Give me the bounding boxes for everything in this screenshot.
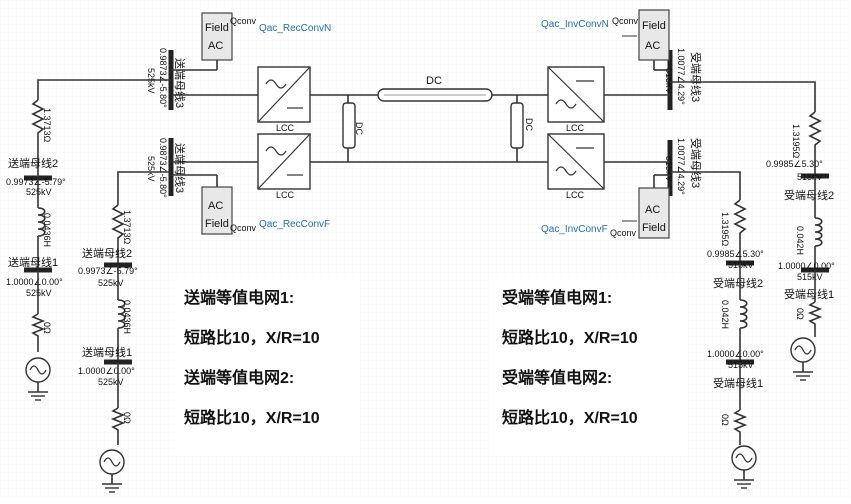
right-a-r0: 0Ω xyxy=(795,308,805,320)
lcc-converter-right-bottom[interactable]: LCC xyxy=(547,133,605,200)
note-right-line3: 受端等值电网2: xyxy=(502,368,612,387)
right-a-bus2-voltage: 0.9985∠5.30° xyxy=(766,159,823,169)
left-network-a[interactable]: 1.3713Ω 送端母线2 0.9973∠-5.79° 525kV 0.0436… xyxy=(6,79,171,401)
ac-field-inv-f[interactable]: AC Field Qconv Qac_InvConvF xyxy=(541,174,670,239)
right-a-bus1-kv: 515kV xyxy=(797,272,823,282)
left-b-resistance: 1.3713Ω xyxy=(122,210,132,245)
left-bus3-bottom-kv: 525kV xyxy=(146,156,156,182)
inv-f-field-label: Field xyxy=(642,222,666,234)
note-left-line1: 送端等值电网1: xyxy=(183,288,294,307)
inv-n-ac-label: AC xyxy=(645,40,660,52)
rec-f-name: Qac_RecConvF xyxy=(259,219,330,230)
rec-n-qconv-label: Qconv xyxy=(230,16,257,26)
inv-n-name: Qac_InvConvN xyxy=(541,19,609,30)
left-b-bus2-name: 送端母线2 xyxy=(82,246,132,260)
lcc-right-bottom-label: LCC xyxy=(566,190,585,200)
right-bus3-bottom-kv: 515kV xyxy=(664,156,674,182)
left-bus3-top-voltage: 0.9873∠-5.80° xyxy=(158,48,168,108)
right-bus3-top-kv: 515kV xyxy=(664,68,674,94)
left-a-inductance: 0.0436H xyxy=(42,213,52,247)
right-a-resistance: 1.3195Ω xyxy=(791,124,801,159)
left-b-inductance: 0.0436H xyxy=(122,300,132,334)
note-right-line2: 短路比10，X/R=10 xyxy=(502,328,638,347)
left-a-bus2-voltage: 0.9973∠-5.79° xyxy=(6,177,66,187)
note-left-line4: 短路比10，X/R=10 xyxy=(184,408,320,427)
dc-line[interactable]: DC xyxy=(310,75,548,102)
left-b-bus1-name: 送端母线1 xyxy=(82,345,132,359)
left-b-bus1-voltage: 1.0000∠0.00° xyxy=(78,366,135,376)
lcc-right-top-label: LCC xyxy=(566,123,585,133)
lcc-left-bottom-label: LCC xyxy=(276,190,295,200)
ac-field-rec-n[interactable]: Field AC Qconv Qac_RecConvN xyxy=(171,12,331,71)
right-b-bus2-voltage: 0.9985∠5.30° xyxy=(707,249,764,259)
inv-f-name: Qac_InvConvF xyxy=(541,224,608,235)
note-panel-left: 送端等值电网1: 短路比10，X/R=10 送端等值电网2: 短路比10，X/R… xyxy=(174,278,360,456)
right-b-bus1-voltage: 1.0000∠0.00° xyxy=(707,349,764,359)
left-a-bus1-voltage: 1.0000∠0.00° xyxy=(6,277,63,287)
left-b-bus2-voltage: 0.9973∠-5.79° xyxy=(78,266,138,276)
right-network-b[interactable]: 1.3195Ω 0.9985∠5.30° 515kV 受端母线2 0.042H … xyxy=(670,171,764,489)
note-left-line3: 送端等值电网2: xyxy=(183,368,294,387)
right-a-bus2-name: 受端母线2 xyxy=(784,188,834,202)
inv-f-qconv-label: Qconv xyxy=(610,228,637,238)
right-b-inductance: 0.042H xyxy=(720,300,730,329)
right-b-bus1-name: 受端母线1 xyxy=(713,376,763,390)
dc-capacitor-right[interactable]: DC xyxy=(510,95,534,162)
note-left-line2: 短路比10，X/R=10 xyxy=(184,328,320,347)
right-a-inductance: 0.042H xyxy=(795,226,805,255)
left-a-resistance: 1.3713Ω xyxy=(42,108,52,143)
right-bus3-bottom-name: 受端母线3 xyxy=(689,138,703,188)
rec-f-ac-label: AC xyxy=(208,200,223,212)
ac-field-inv-n[interactable]: Field AC Qconv Qac_InvConvN xyxy=(541,9,670,71)
left-a-bus2-name: 送端母线2 xyxy=(8,156,58,170)
right-bus3-top-voltage: 1.0077∠4.29° xyxy=(676,48,686,105)
lcc-converter-left-top[interactable]: LCC xyxy=(257,66,311,133)
left-bus3-bottom-name: 送端母线3 xyxy=(173,143,187,193)
rec-n-ac-label: AC xyxy=(208,40,223,52)
right-b-bus2-name: 受端母线2 xyxy=(713,276,763,290)
inv-f-ac-label: AC xyxy=(645,204,660,216)
left-a-bus1-name: 送端母线1 xyxy=(8,255,58,269)
rec-n-name: Qac_RecConvN xyxy=(259,23,331,34)
right-bus3-bottom-voltage: 1.0077∠4.29° xyxy=(676,138,686,195)
rec-n-field-label: Field xyxy=(205,22,229,34)
dc-capacitor-right-label: DC xyxy=(524,118,534,131)
left-b-bus2-kv: 525kV xyxy=(98,278,124,288)
left-b-bus1-kv: 525kV xyxy=(98,377,124,387)
left-bus3-bottom-voltage: 0.9873∠-5.80° xyxy=(158,138,168,198)
right-bus3-top-name: 受端母线3 xyxy=(689,52,703,102)
right-b-r0: 0Ω xyxy=(720,414,730,426)
right-a-bus1-name: 受端母线1 xyxy=(784,287,834,301)
dc-capacitor-left-label: DC xyxy=(354,122,364,135)
lcc-converter-right-top[interactable]: LCC xyxy=(547,66,605,133)
note-right-line4: 短路比10，X/R=10 xyxy=(502,408,638,427)
lcc-left-top-label: LCC xyxy=(276,123,295,133)
right-a-bus1-voltage: 1.0000∠0.00° xyxy=(778,261,835,271)
rec-f-qconv-label: Qconv xyxy=(230,223,257,233)
rec-f-field-label: Field xyxy=(205,218,229,230)
left-bus3-top-name: 送端母线3 xyxy=(173,58,187,108)
right-a-bus2-kv: 515kV xyxy=(797,172,823,182)
left-b-r0: 0Ω xyxy=(122,412,132,424)
dc-line-label: DC xyxy=(426,75,442,87)
inv-n-field-label: Field xyxy=(642,20,666,32)
inv-n-qconv-label: Qconv xyxy=(612,16,639,26)
dc-capacitor-left[interactable]: DC xyxy=(342,95,364,162)
right-b-resistance: 1.3195Ω xyxy=(720,212,730,247)
left-a-r0: 0Ω xyxy=(42,322,52,334)
note-right-line1: 受端等值电网1: xyxy=(502,288,612,307)
ac-field-rec-f[interactable]: AC Field Qconv Qac_RecConvF xyxy=(171,174,330,235)
note-panel-right: 受端等值电网1: 短路比10，X/R=10 受端等值电网2: 短路比10，X/R… xyxy=(492,278,686,456)
lcc-converter-left-bottom[interactable]: LCC xyxy=(257,133,311,200)
left-network-b[interactable]: 1.3713Ω 送端母线2 0.9973∠-5.79° 525kV 0.0436… xyxy=(78,171,171,493)
right-network-a[interactable]: 1.3195Ω 0.9985∠5.30° 515kV 受端母线2 0.042H … xyxy=(670,81,835,381)
